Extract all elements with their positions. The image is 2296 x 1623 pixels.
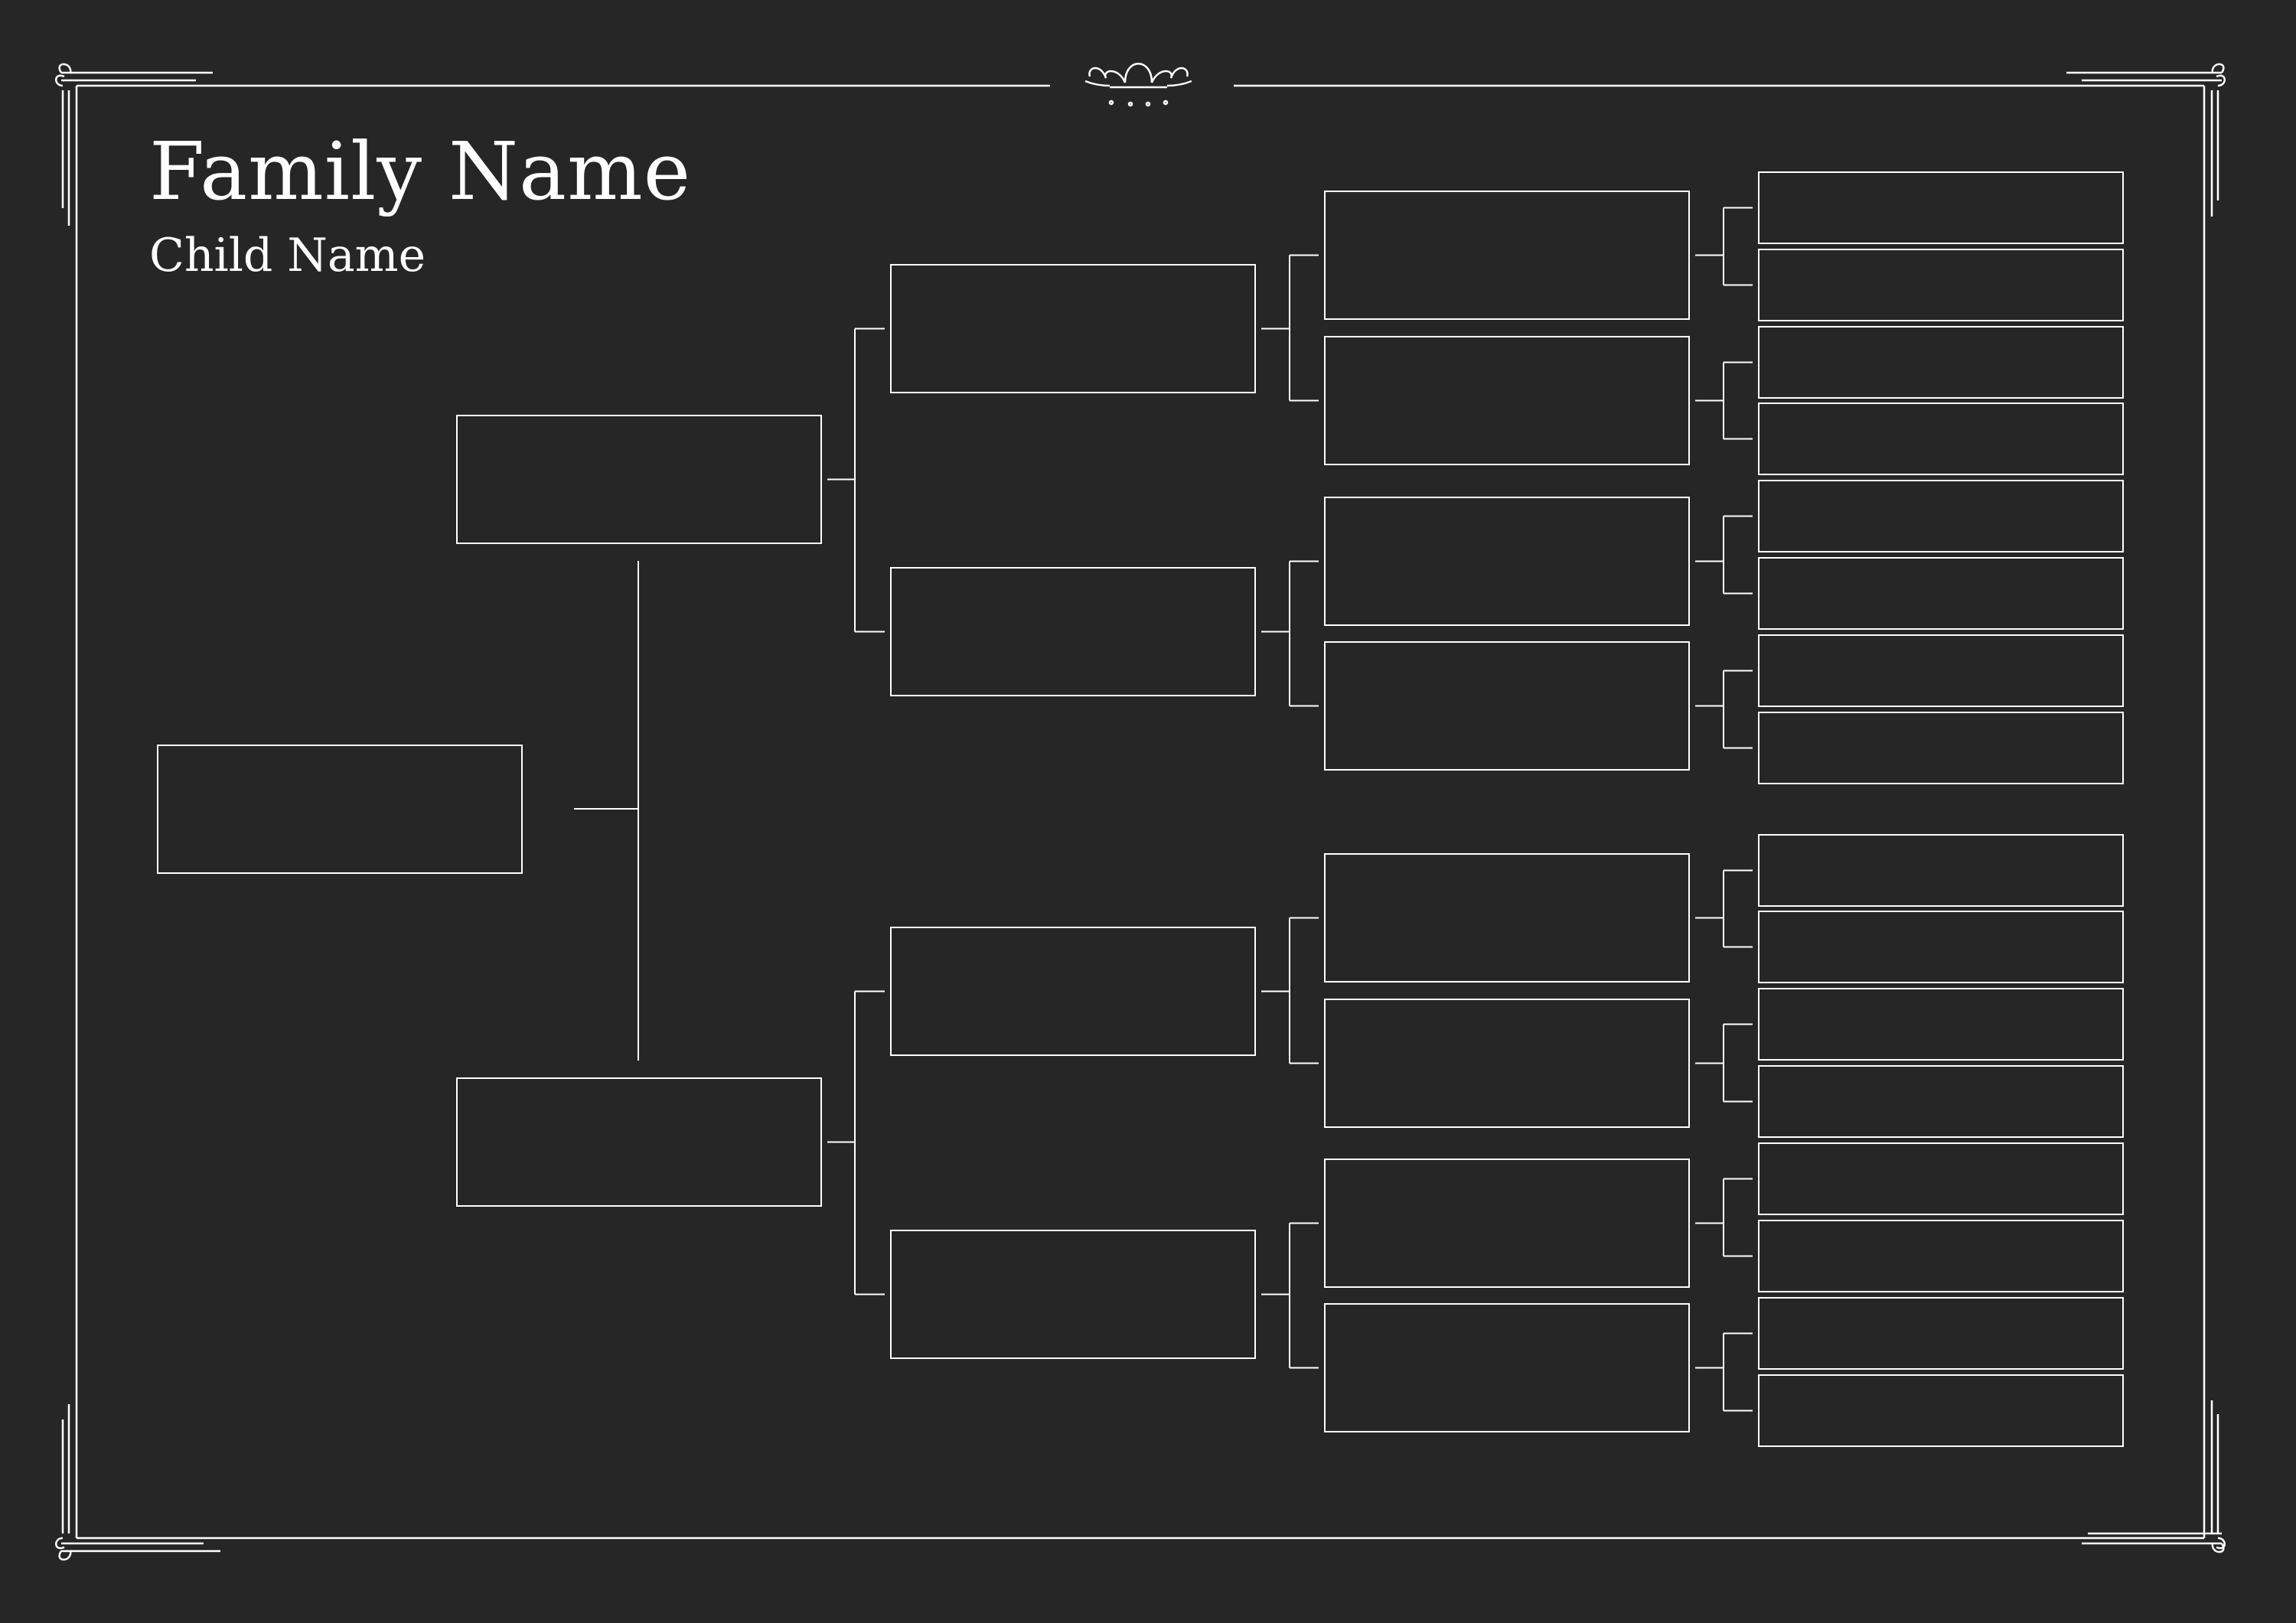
great-great-grandparent-box	[1758, 911, 2124, 983]
great-great-grandparent-box	[1758, 834, 2124, 907]
great-great-grandparent-box	[1758, 171, 2124, 244]
great-great-grandparent-box	[1758, 326, 2124, 399]
decorative-frame	[55, 63, 2226, 1561]
parent-box	[456, 415, 822, 544]
grandparent-box	[890, 567, 1256, 696]
great-grandparent-box	[1324, 1303, 1690, 1432]
great-great-grandparent-box	[1758, 1065, 2124, 1138]
grandparent-box	[890, 1230, 1256, 1359]
great-grandparent-box	[1324, 641, 1690, 771]
great-grandparent-box	[1324, 497, 1690, 626]
great-great-grandparent-box	[1758, 557, 2124, 630]
great-great-grandparent-box	[1758, 712, 2124, 784]
great-great-grandparent-box	[1758, 988, 2124, 1061]
corner-flourish-bottom-left	[55, 1404, 220, 1561]
corner-flourish-top-right	[2066, 63, 2226, 217]
great-great-grandparent-box	[1758, 480, 2124, 552]
great-great-grandparent-box	[1758, 634, 2124, 707]
great-grandparent-box	[1324, 191, 1690, 320]
great-great-grandparent-box	[1758, 249, 2124, 321]
family-name-title: Family Name	[149, 125, 692, 218]
great-grandparent-box	[1324, 999, 1690, 1128]
tree-boxes	[157, 171, 2124, 1447]
great-great-grandparent-box	[1758, 402, 2124, 475]
great-grandparent-box	[1324, 853, 1690, 983]
child-box	[157, 745, 523, 874]
grandparent-box	[890, 927, 1256, 1056]
great-great-grandparent-box	[1758, 1142, 2124, 1215]
grandparent-box	[890, 264, 1256, 393]
tree-connectors	[574, 207, 1753, 1412]
parent-box	[456, 1077, 822, 1207]
corner-flourish-top-left	[55, 63, 213, 226]
great-great-grandparent-box	[1758, 1220, 2124, 1292]
great-great-grandparent-box	[1758, 1374, 2124, 1447]
crown-ornament	[1084, 63, 1192, 107]
child-name-subtitle: Child Name	[149, 229, 426, 282]
great-grandparent-box	[1324, 1159, 1690, 1288]
great-grandparent-box	[1324, 336, 1690, 465]
great-great-grandparent-box	[1758, 1297, 2124, 1370]
corner-flourish-bottom-right	[2082, 1400, 2226, 1553]
